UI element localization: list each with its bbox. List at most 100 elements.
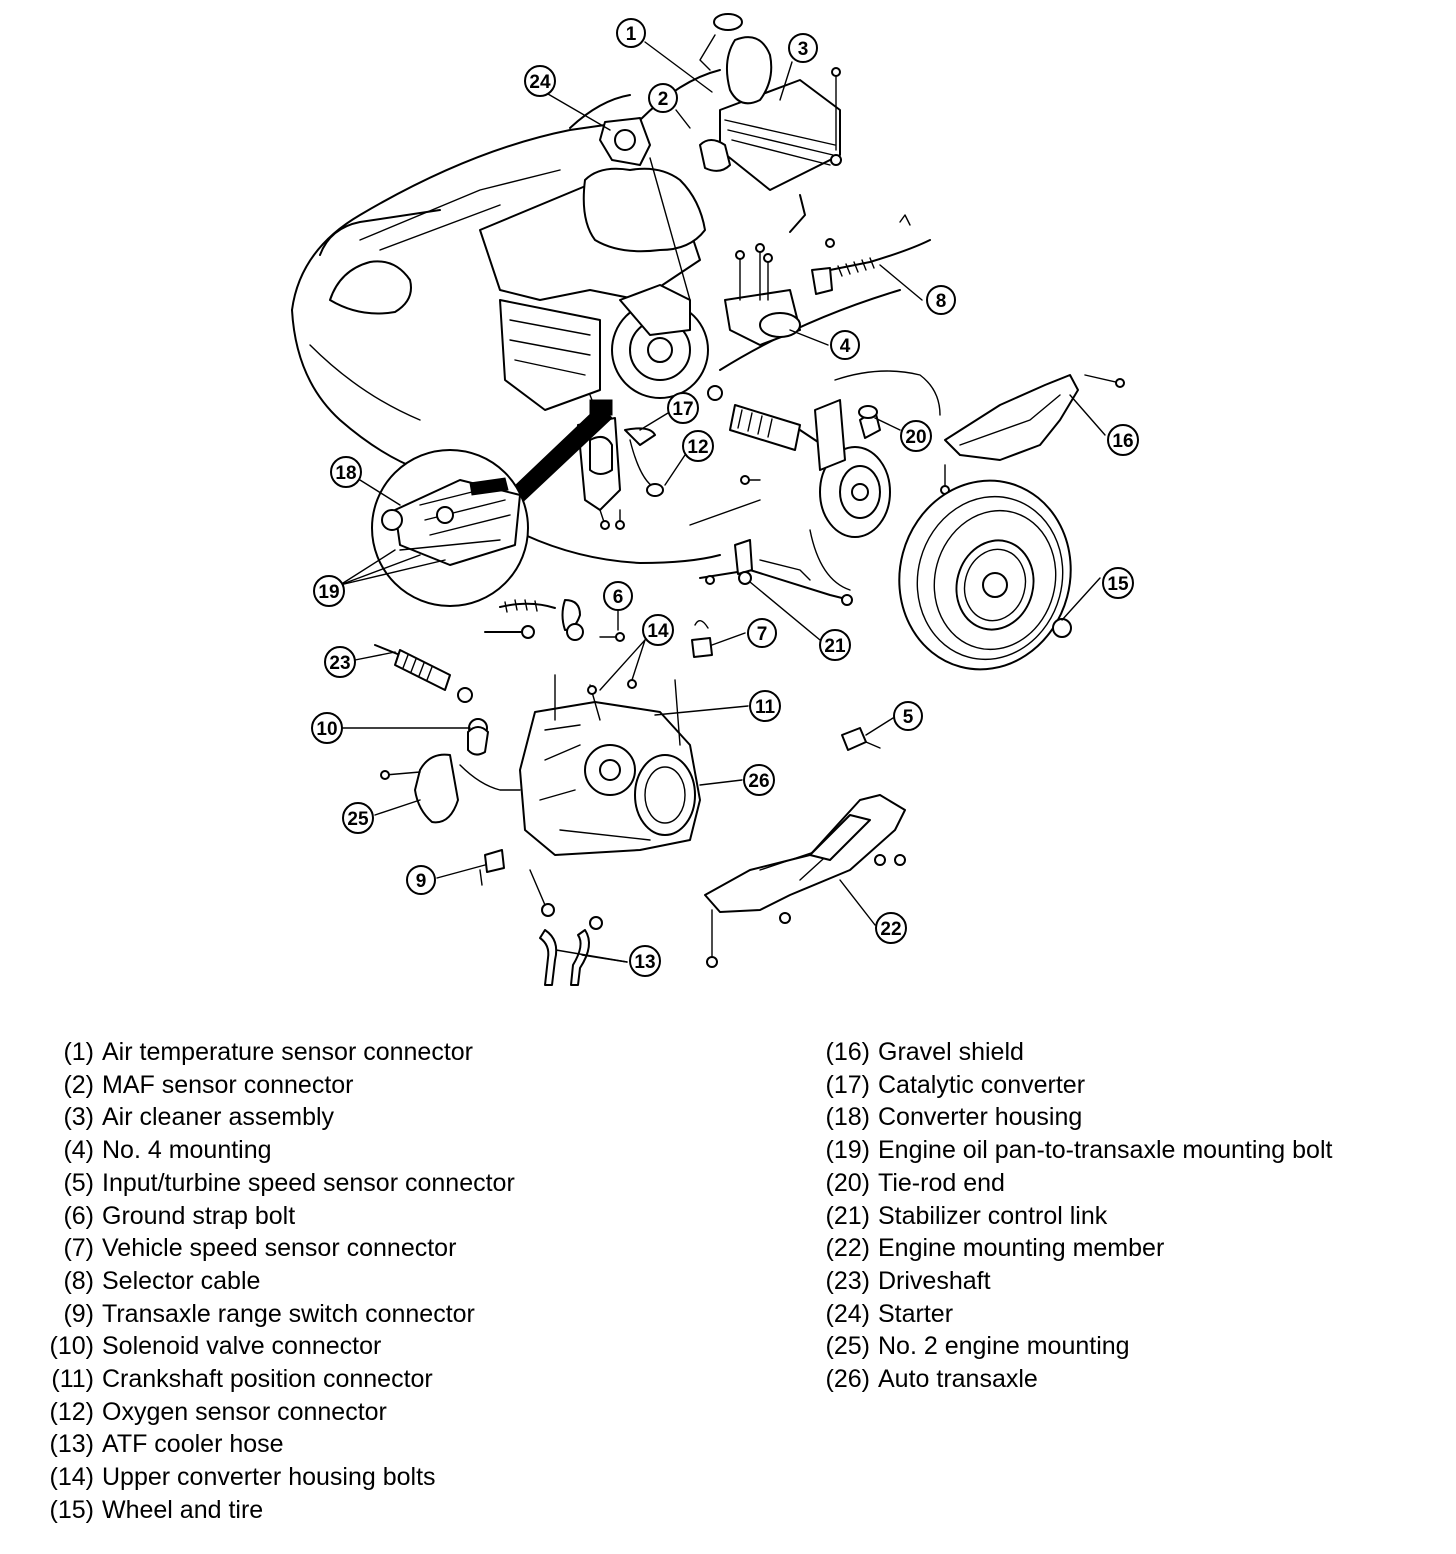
callout-13: 13 [629,945,661,977]
auto-transaxle-part [519,674,701,856]
svg-text:17: 17 [672,399,693,420]
legend-item: (1)Air temperature sensor connector [32,1036,515,1069]
svg-text:11: 11 [755,697,776,718]
callout-18: 18 [330,456,362,488]
callout-3: 3 [788,33,818,63]
legend-item-number: (2) [63,1070,94,1099]
legend-item: (20)Tie-rod end [808,1167,1332,1200]
legend-item-label: Tie-rod end [878,1168,1005,1197]
svg-text:18: 18 [335,463,356,484]
legend-item-label: Vehicle speed sensor connector [102,1234,457,1263]
legend-item-number: (15) [49,1495,94,1524]
legend-item-number: (22) [825,1234,870,1263]
legend-item-label: Stabilizer control link [878,1201,1108,1230]
callout-8: 8 [926,285,956,315]
vehicle-body-outline [291,69,901,564]
atf-cooler-hose-part [529,869,603,986]
svg-text:16: 16 [1112,431,1133,452]
legend-item: (13)ATF cooler hose [32,1428,515,1461]
selector-cable-part [811,214,931,295]
legend-item-number: (19) [825,1136,870,1165]
legend-item: (21) Stabilizer control link [808,1200,1332,1233]
legend-item-label: Oxygen sensor connector [102,1397,387,1426]
callout-16: 16 [1107,424,1139,456]
legend-item: (12)Oxygen sensor connector [32,1396,515,1429]
legend-item: (14) Upper converter housing bolts [32,1461,515,1494]
legend-item: (8) Selector cable [32,1265,515,1298]
svg-text:5: 5 [903,707,914,728]
legend-item: (10) Solenoid valve connector [32,1330,515,1363]
legend-item-number: (14) [49,1463,94,1492]
legend-item-label: Driveshaft [878,1266,991,1295]
engine-block [479,167,709,456]
callout-12: 12 [682,430,714,462]
legend-right-column: (16)Gravel shield(17)Catalytic converter… [808,1036,1333,1396]
range-switch-connector-part [479,849,505,886]
legend-item-number: (16) [825,1038,870,1066]
legend-item-number: (10) [49,1332,94,1361]
legend-item-number: (21) [825,1201,870,1230]
legend-item: (9)Transaxle range switch connector [32,1298,515,1331]
legend-item: (18) Converter housing [808,1101,1332,1134]
legend-item-label: MAF sensor connector [102,1070,354,1099]
leader-lines [339,41,1106,963]
legend-item-number: (7) [63,1234,94,1263]
legend-item-number: (26) [825,1365,870,1394]
svg-text:3: 3 [798,39,809,60]
legend-item: (11)Crankshaft position connector [32,1363,515,1396]
driveshaft-part [374,644,488,738]
legend-item-label: Wheel and tire [102,1495,264,1524]
svg-text:22: 22 [880,919,901,940]
legend-item-label: Input/turbine speed sensor connector [102,1168,515,1197]
callout-22: 22 [875,912,907,944]
legend-item: (6)Ground strap bolt [32,1200,515,1233]
legend-item-label: Starter [878,1299,954,1328]
callout-14: 14 [642,614,674,646]
legend-item-label: Upper converter housing bolts [102,1463,436,1492]
callout-19: 19 [313,575,345,607]
svg-text:1: 1 [626,24,637,45]
legend-item-label: ATF cooler hose [102,1430,284,1459]
callout-25: 25 [342,802,374,834]
callout-11: 11 [749,690,781,722]
legend-item-number: (25) [825,1332,870,1361]
vss-connector-part [691,620,713,658]
legend-item-number: (4) [63,1136,94,1165]
legend-item: (5) Input/turbine speed sensor connector [32,1167,515,1200]
svg-text:14: 14 [647,621,669,642]
legend-item-label: Auto transaxle [878,1365,1038,1394]
legend-item-label: Engine mounting member [878,1234,1165,1263]
callout-7: 7 [747,618,777,648]
legend-item-number: (18) [825,1103,870,1132]
legend-item-label: Engine oil pan-to-transaxle mounting bol… [878,1136,1333,1165]
callout-1: 1 [616,18,646,48]
drive-axle-upper [707,385,831,451]
legend-item: (17)Catalytic converter [808,1069,1332,1102]
legend-item-number: (8) [63,1266,94,1295]
legend-item-number: (5) [63,1168,94,1197]
svg-text:9: 9 [416,871,427,892]
legend-item-number: (1) [63,1038,94,1066]
callout-10: 10 [311,712,343,744]
air-cleaner-part [699,13,842,233]
detail-inset [371,449,529,607]
wheel-tire-part [898,479,1072,671]
no2-engine-mounting-part [380,753,521,824]
legend-item-label: Converter housing [878,1103,1083,1132]
tie-rod-end-part [858,405,881,439]
callout-17: 17 [667,392,699,424]
svg-text:24: 24 [529,72,551,93]
legend-item: (3)Air cleaner assembly [32,1101,515,1134]
legend-item-label: Selector cable [102,1266,261,1295]
legend-item-label: Solenoid valve connector [102,1332,382,1361]
legend-item: (2) MAF sensor connector [32,1069,515,1102]
callout-23: 23 [324,646,356,678]
callout-2: 2 [648,83,678,113]
starter-part [599,117,691,301]
svg-text:4: 4 [840,336,851,357]
callout-4: 4 [830,330,860,360]
legend-left-column: (1)Air temperature sensor connector(2) MA… [32,1036,515,1527]
legend-item: (23)Driveshaft [808,1265,1332,1298]
legend-item: (26) Auto transaxle [808,1363,1332,1396]
ground-strap-part [484,599,625,642]
